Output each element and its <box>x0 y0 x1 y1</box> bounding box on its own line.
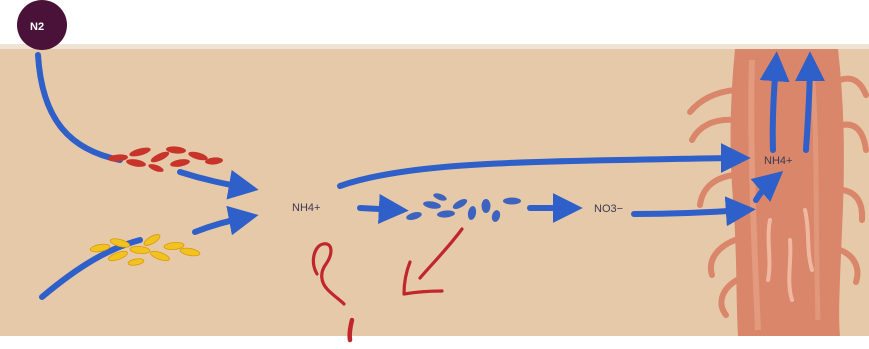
root-ammonium-label: NH4+ <box>764 155 792 167</box>
yellow-bacteria-cluster <box>89 234 201 266</box>
bottom-margin <box>0 336 869 349</box>
hand-drawn-scribble <box>311 242 346 306</box>
nitrate-uptake-arrow <box>631 196 756 227</box>
handwritten-annotation <box>311 227 464 343</box>
red-bacteria-to-ammonium-arrow <box>177 169 259 200</box>
n2-molecule-icon: N2 <box>17 0 67 50</box>
soil-edge <box>0 44 869 49</box>
nitrate-label: NO3− <box>594 203 623 215</box>
ammonium-uptake-arrow <box>337 143 751 189</box>
blue-bacteria-cluster <box>406 193 521 222</box>
hand-drawn-arrow-shaft <box>418 227 464 280</box>
root-uptake-arrow-left <box>759 51 790 153</box>
organic-input-arrow <box>39 237 143 300</box>
hand-drawn-mark <box>347 317 355 343</box>
hand-drawn-arrow-head <box>402 260 444 296</box>
nitrate-to-root-ammonium-arrow <box>750 170 784 203</box>
n2-label: N2 <box>30 21 44 33</box>
root-uptake-arrow-right <box>794 51 825 153</box>
plant-root-icon <box>687 49 869 336</box>
n2-fixation-arrow <box>35 52 123 163</box>
ammonium-to-nitrifier-arrow <box>357 194 409 224</box>
yellow-bacteria-to-ammonium-arrow <box>192 205 259 236</box>
ammonium-label: NH4+ <box>292 202 320 214</box>
red-bacteria-cluster <box>108 146 223 172</box>
